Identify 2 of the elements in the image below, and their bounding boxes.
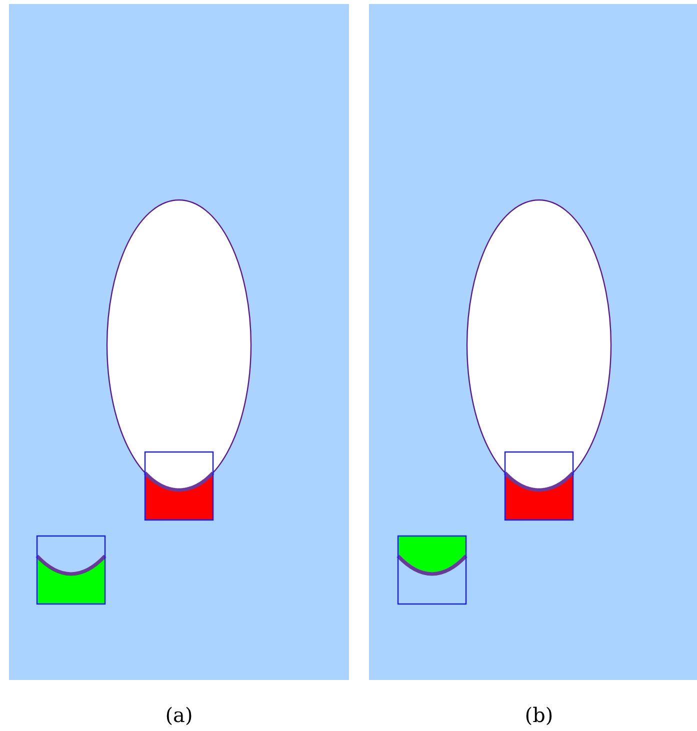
panel-label: (b) bbox=[524, 703, 554, 727]
panel-label: (a) bbox=[165, 703, 193, 727]
